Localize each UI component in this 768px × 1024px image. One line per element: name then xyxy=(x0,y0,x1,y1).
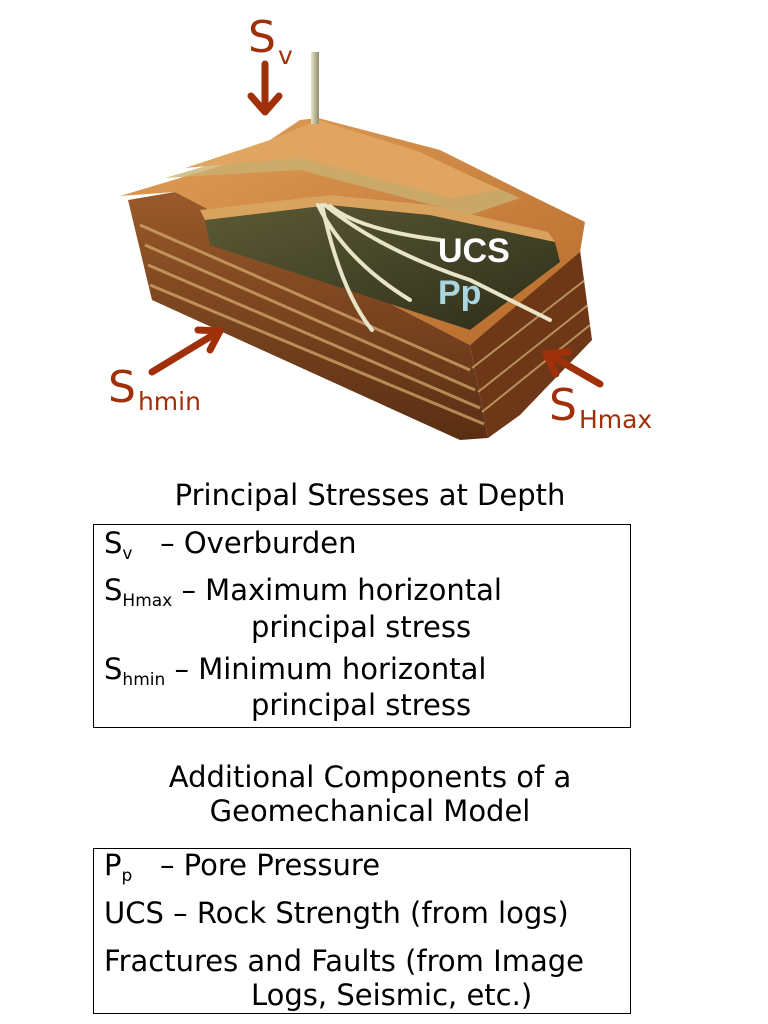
diagonal-arrow-icon xyxy=(148,326,224,376)
label-ucs: UCS xyxy=(438,232,510,270)
item-symbol: SHmax xyxy=(104,573,173,611)
item-description: – Pore Pressure xyxy=(159,848,381,882)
item-continuation: principal stress xyxy=(251,688,472,722)
geologic-block-figure: Sv Shmin SHmax UCS Pp xyxy=(0,0,768,450)
block-right-face xyxy=(470,250,592,438)
item-description: – Maximum horizontal xyxy=(181,573,502,607)
item-description: – Rock Strength (from logs) xyxy=(173,896,569,930)
label-shmin: Shmin xyxy=(108,362,201,416)
principal-item-sv: Sv – Overburden xyxy=(104,525,356,566)
label-pp: Pp xyxy=(438,274,482,312)
item-continuation: principal stress xyxy=(251,610,472,644)
item-description: – Overburden xyxy=(160,526,357,560)
diagonal-arrow-icon xyxy=(542,348,604,388)
well-trajectories xyxy=(316,203,552,332)
principal-box: Sv – Overburden SHmax – Maximum horizont… xyxy=(93,524,631,728)
strata-lines xyxy=(139,223,485,426)
label-shmax: SHmax xyxy=(549,380,653,434)
reservoir-layer xyxy=(205,205,560,330)
item-description: – Minimum horizontal xyxy=(174,652,487,686)
additional-item-pp: Pp – Pore Pressure xyxy=(104,847,380,888)
item-symbol: Pp xyxy=(104,848,133,886)
additional-item-fractures: Fractures and Faults (from Image xyxy=(104,943,584,979)
down-arrow-icon xyxy=(247,60,283,116)
principal-heading: Principal Stresses at Depth xyxy=(174,478,566,512)
additional-heading-line1: Additional Components of a xyxy=(168,760,572,794)
additional-heading: Additional Components of a Geomechanical… xyxy=(80,760,660,828)
item-symbol: Sv xyxy=(104,526,133,564)
additional-heading-line2: Geomechanical Model xyxy=(209,794,531,828)
label-sv: Sv xyxy=(248,12,293,70)
item-description: Fractures and Faults (from Image xyxy=(104,944,584,978)
geologic-block-illustration xyxy=(120,52,604,440)
additional-item-ucs: UCS – Rock Strength (from logs) xyxy=(104,895,569,931)
additional-box: Pp – Pore Pressure UCS – Rock Strength (… xyxy=(93,848,631,1014)
item-symbol: Shmin xyxy=(104,652,166,690)
item-continuation: Logs, Seismic, etc.) xyxy=(251,978,533,1012)
principal-item-shmin: Shmin – Minimum horizontal xyxy=(104,651,486,692)
principal-item-shmax: SHmax – Maximum horizontal xyxy=(104,572,502,613)
well-pipe-icon xyxy=(311,52,319,124)
item-symbol: UCS xyxy=(104,896,164,930)
